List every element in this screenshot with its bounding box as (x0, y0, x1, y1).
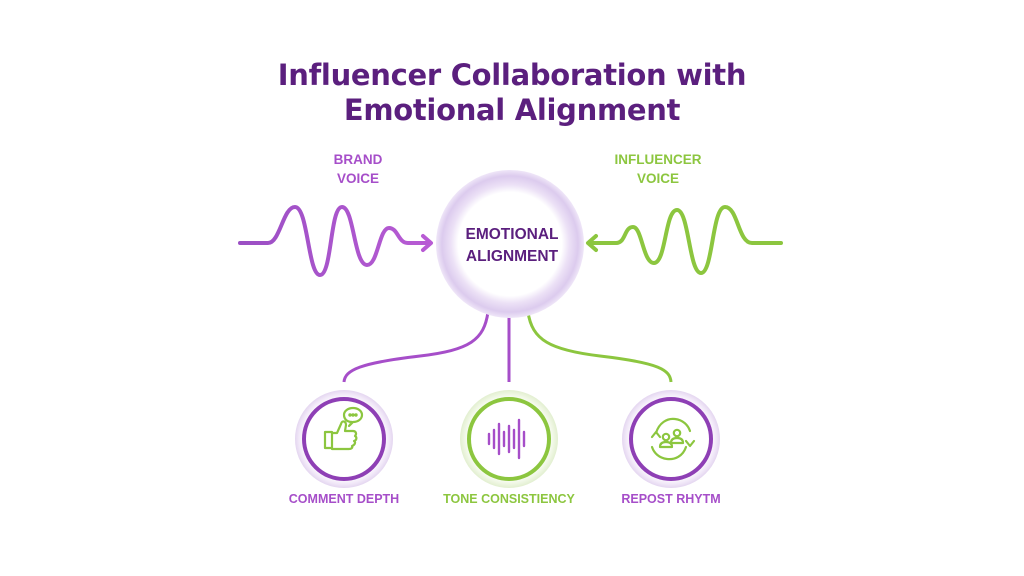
sound-wave-icon (487, 418, 526, 460)
repost-users-cycle-icon (650, 417, 696, 461)
node-comment-depth (295, 390, 393, 488)
repost-rhythm-label: REPOST RHYTM (621, 492, 721, 506)
connector-repost-rhythm (526, 311, 673, 383)
brand-voice-label-line-1: BRAND (333, 152, 383, 167)
connector-comment-depth (342, 311, 490, 383)
influencer-voice-label-line-2: VOICE (636, 171, 679, 186)
brand-voice-label: BRAND VOICE (288, 150, 428, 188)
comment-depth-label: COMMENT DEPTH (288, 492, 400, 506)
emotional-alignment-label-line-1: EMOTIONAL (465, 226, 559, 243)
emotional-alignment-label: EMOTIONAL ALIGNMENT (440, 224, 584, 268)
emotional-alignment-label-line-2: ALIGNMENT (465, 248, 559, 265)
influencer-voice-arrow-icon (586, 234, 598, 252)
brand-voice-label-line-2: VOICE (336, 171, 379, 186)
page-title-line-2: Emotional Alignment (343, 93, 681, 127)
page-title-line-1: Influencer Collaboration with (277, 58, 747, 92)
influencer-voice-wave (587, 205, 783, 275)
node-repost-rhythm (622, 390, 720, 488)
node-tone-consistency (460, 390, 558, 488)
thumbs-up-comment-icon (323, 406, 364, 451)
brand-voice-arrow-icon (421, 234, 433, 252)
emotional-alignment-circle (436, 170, 584, 318)
influencer-voice-label: INFLUENCER VOICE (588, 150, 728, 188)
tone-consistency-label: TONE CONSISTIENCY (443, 492, 575, 506)
brand-voice-wave (238, 205, 432, 277)
influencer-voice-label-line-1: INFLUENCER (614, 152, 702, 167)
